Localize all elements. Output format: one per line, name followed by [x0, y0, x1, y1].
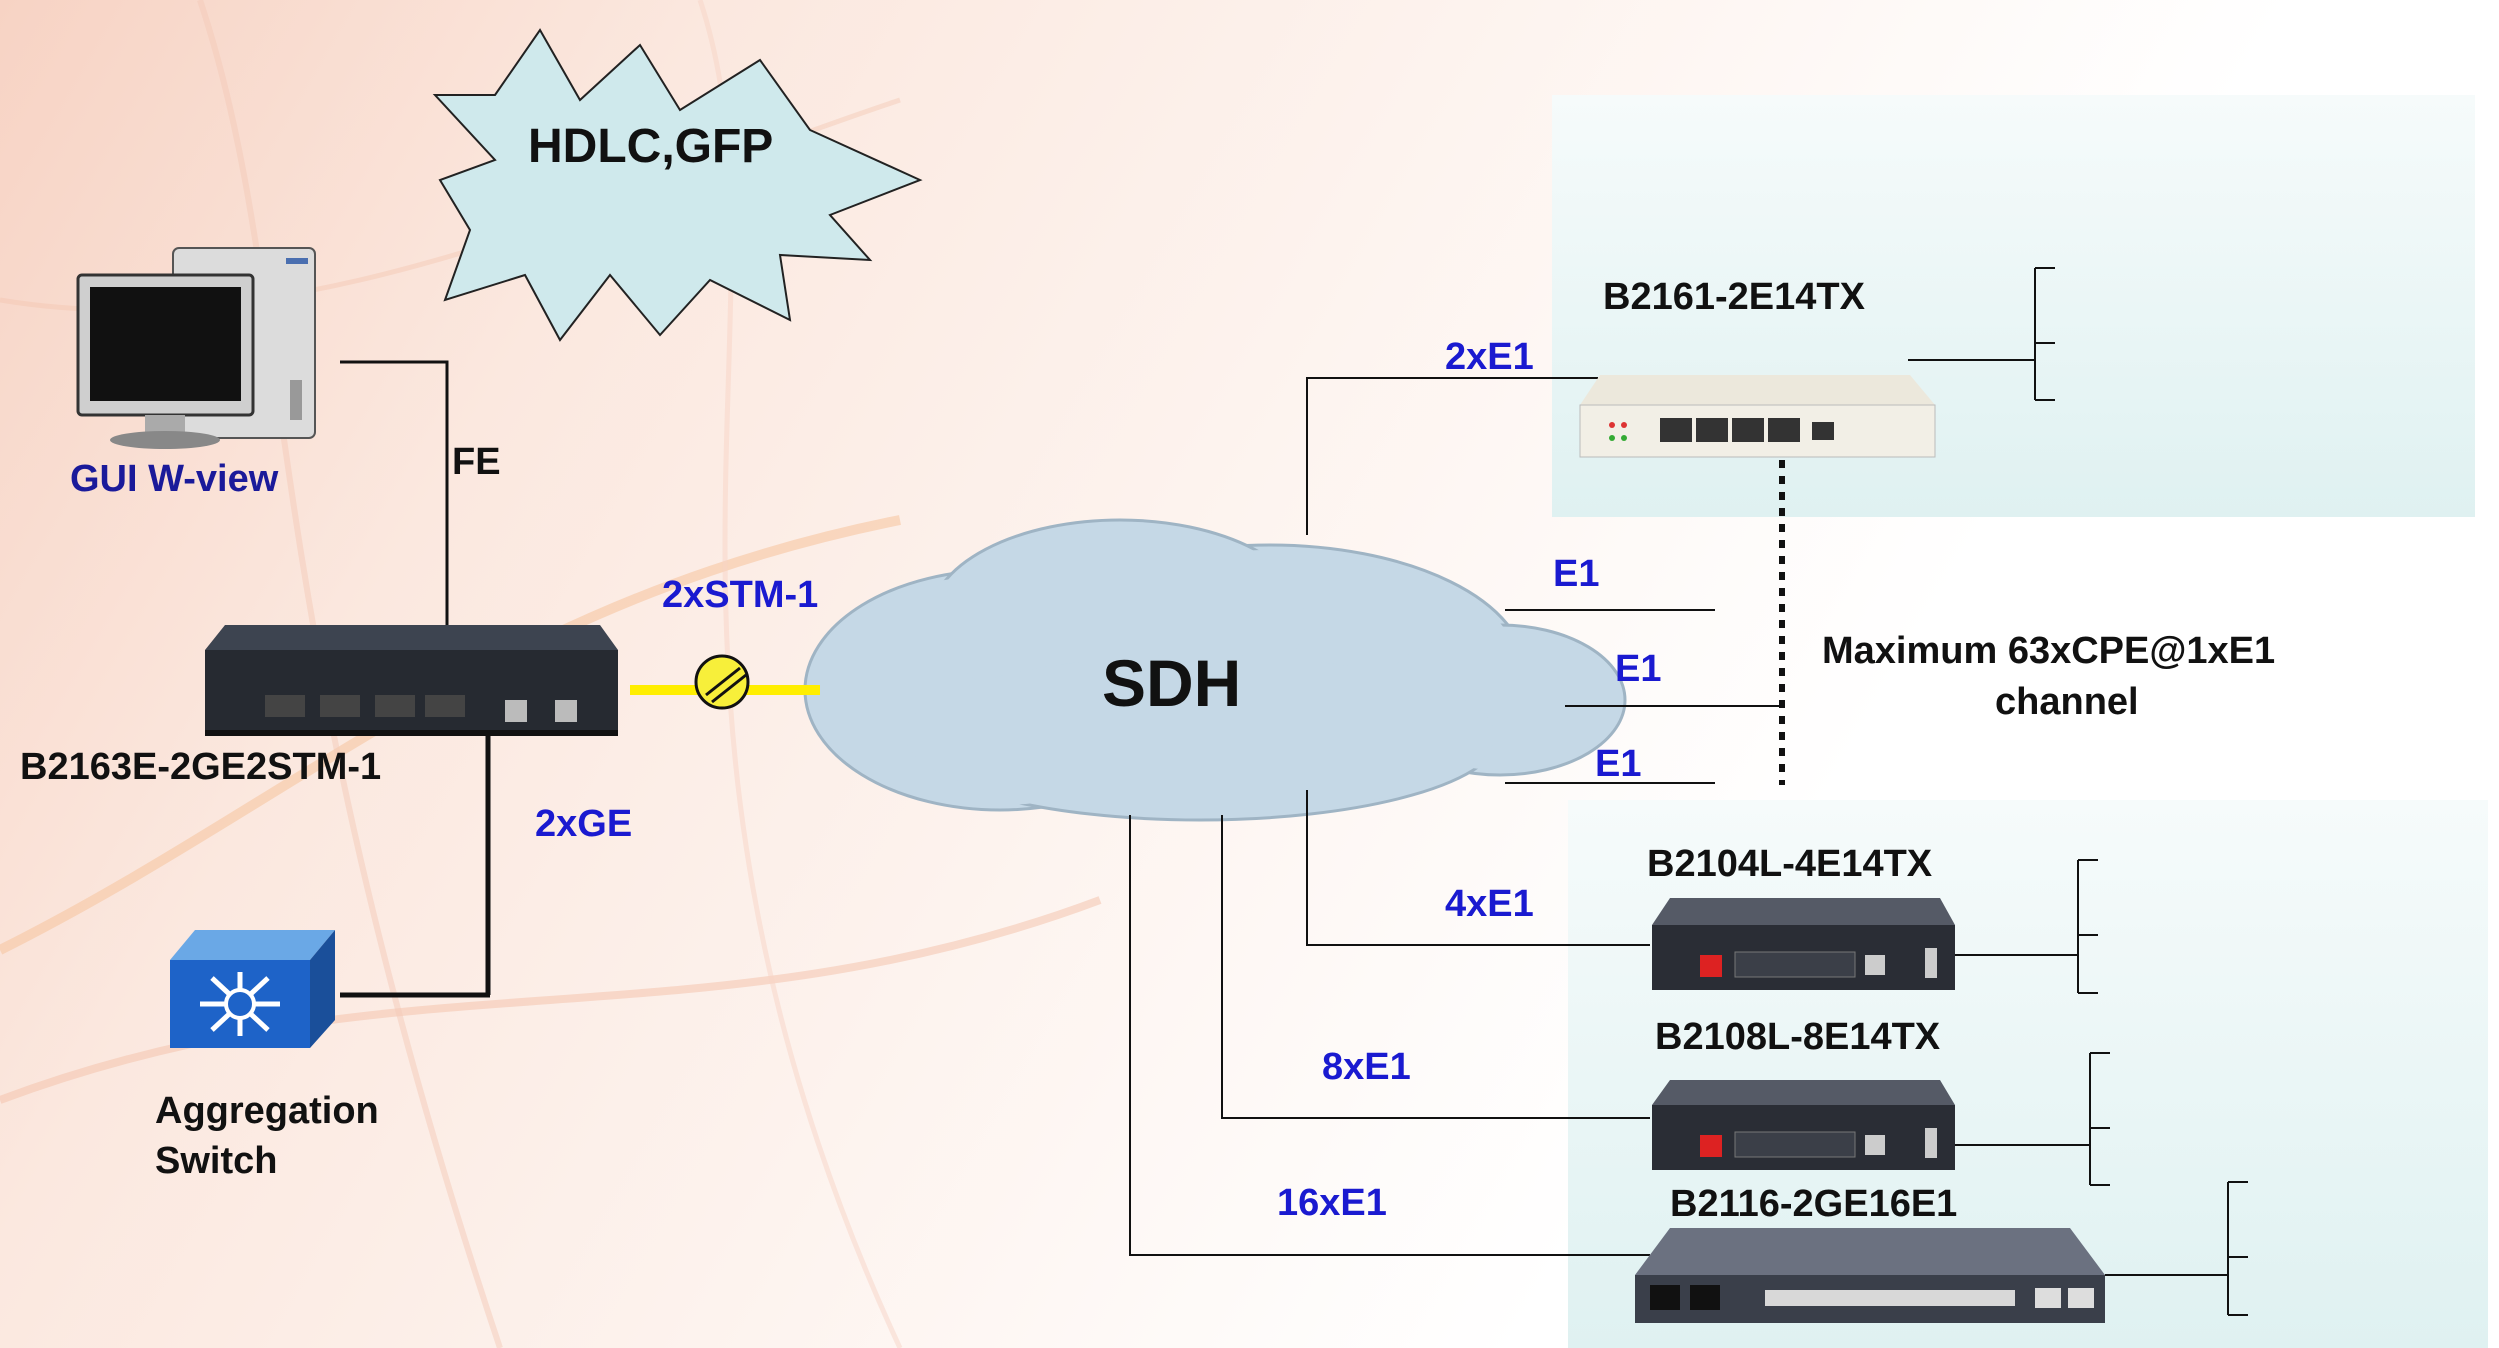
b2108-device-icon — [1652, 1080, 1955, 1170]
aggregation-switch-icon — [170, 930, 335, 1048]
b2104-label: B2104L-4E14TX — [1647, 843, 1933, 885]
e1-link-label-3: E1 — [1595, 743, 1642, 785]
b2116-label: B2116-2GE16E1 — [1670, 1183, 1958, 1225]
cpe-note-line2: channel — [1995, 681, 2139, 723]
b2161-label: B2161-2E14TX — [1603, 276, 1865, 318]
burst-label: HDLC,GFP — [528, 120, 774, 173]
b2108-label: B2108L-8E14TX — [1655, 1016, 1941, 1058]
e1-link-label-1: E1 — [1553, 553, 1600, 595]
central-device-label: B2163E-2GE2STM-1 — [20, 746, 382, 788]
hdlc-gfp-burst — [432, 28, 923, 342]
b2116-device-icon — [1635, 1228, 2105, 1323]
gui-computer-icon — [76, 247, 316, 449]
switch-label-line1: Aggregation — [155, 1090, 379, 1132]
b2104-device-icon — [1652, 898, 1955, 990]
stm-link-label: 2xSTM-1 — [662, 574, 819, 616]
b2108-link-label: 8xE1 — [1322, 1046, 1411, 1088]
switch-label-line2: Switch — [155, 1140, 278, 1182]
b2161-device-icon — [1579, 375, 1936, 458]
central-device-icon — [205, 625, 618, 736]
b2104-link-label: 4xE1 — [1445, 883, 1534, 925]
ge-link-label: 2xGE — [535, 803, 633, 845]
b2161-link-label: 2xE1 — [1445, 336, 1534, 378]
gui-label: GUI W-view — [70, 458, 279, 500]
cpe-note-line1: Maximum 63xCPE@1xE1 — [1822, 630, 2276, 672]
cloud-label: SDH — [1102, 646, 1242, 720]
fe-label: FE — [452, 441, 501, 483]
b2116-link-label: 16xE1 — [1277, 1182, 1387, 1224]
e1-link-label-2: E1 — [1615, 648, 1662, 690]
